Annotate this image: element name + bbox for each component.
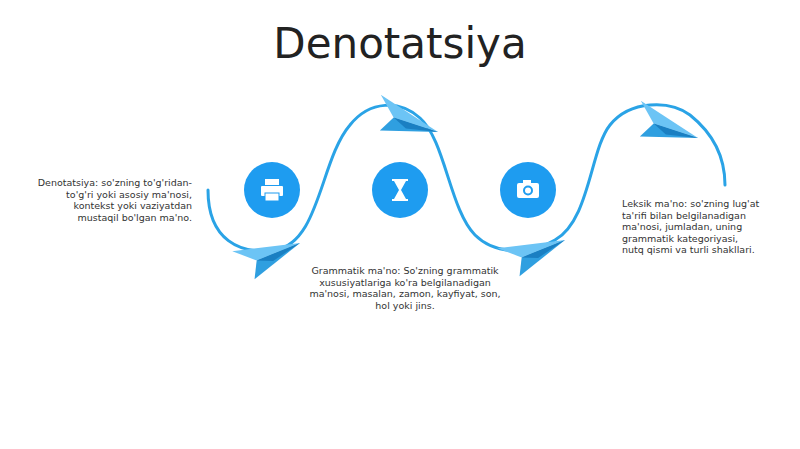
hourglass-icon — [392, 179, 408, 201]
description-text: Grammatik ma'no: So'zning grammatik xusu… — [305, 265, 505, 311]
icon-circle — [500, 162, 556, 218]
camera-icon — [517, 180, 539, 198]
paper-plane — [497, 234, 570, 279]
description-text: Denotatsiya: so'zning to'g'ridan-to'g'ri… — [30, 177, 192, 223]
icon-circle — [372, 162, 428, 218]
icon-circle — [244, 162, 300, 218]
paper-plane — [366, 95, 441, 155]
description-text: Leksik ma'no: so'zning lug'at ta'rifi bi… — [622, 198, 762, 256]
title: Denotatsiya — [0, 16, 800, 72]
printer-icon — [261, 179, 283, 201]
paper-plane — [626, 101, 701, 161]
paper-plane — [232, 237, 305, 282]
